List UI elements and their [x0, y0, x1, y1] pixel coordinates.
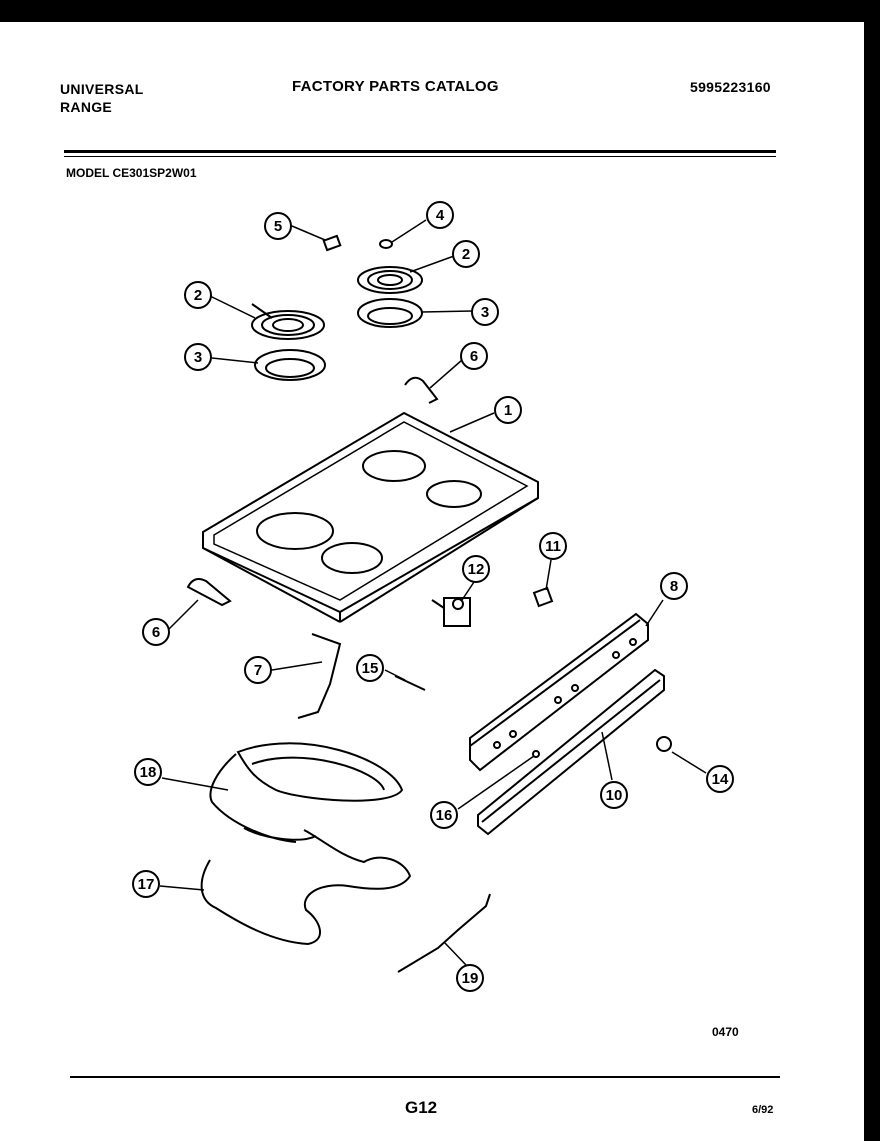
svg-text:19: 19: [462, 970, 479, 987]
svg-text:2: 2: [462, 246, 470, 263]
callout-3a: 3: [471, 298, 499, 326]
header-title: FACTORY PARTS CATALOG: [292, 78, 499, 95]
svg-text:8: 8: [670, 578, 678, 595]
element-receptacle: [322, 234, 342, 252]
callout-16: 16: [430, 801, 458, 829]
panel-screw: [532, 750, 540, 758]
footer-rule: [70, 1076, 780, 1078]
revision-date: 6/92: [752, 1104, 774, 1116]
hinge-bracket-top: [404, 376, 439, 404]
svg-text:3: 3: [194, 349, 202, 366]
callout-3b: 3: [184, 343, 212, 371]
svg-text:14: 14: [712, 771, 729, 788]
callout-7: 7: [244, 656, 272, 684]
wire-harness: [297, 633, 342, 719]
ground-wire: [397, 893, 491, 973]
header-rule: [64, 150, 776, 153]
callout-11: 11: [539, 532, 567, 560]
drip-pan-right: [357, 298, 423, 328]
svg-text:5: 5: [274, 218, 282, 235]
header-catalog-number: 5995223160: [690, 79, 771, 95]
surface-element-left: [251, 303, 325, 340]
scan-border-top: [0, 0, 880, 22]
svg-text:16: 16: [436, 807, 453, 824]
trim-strip: [477, 668, 665, 836]
indicator-light: [532, 586, 554, 608]
page-number: G12: [405, 1098, 438, 1117]
svg-text:4: 4: [436, 207, 445, 224]
callout-6a: 6: [460, 342, 488, 370]
callout-4: 4: [426, 201, 454, 229]
surface-element-right: [357, 266, 423, 294]
callout-5: 5: [264, 212, 292, 240]
callout-2b: 2: [184, 281, 212, 309]
callout-1: 1: [494, 396, 522, 424]
svg-text:11: 11: [545, 538, 561, 555]
leader-lines: [159, 219, 707, 966]
callout-12: 12: [462, 555, 490, 583]
callout-17: 17: [132, 870, 160, 898]
callout-14: 14: [706, 765, 734, 793]
svg-text:3: 3: [481, 304, 489, 321]
diagram-code: 0470: [712, 1025, 739, 1039]
broil-element: [209, 742, 404, 843]
callout-8: 8: [660, 572, 688, 600]
svg-text:6: 6: [470, 348, 478, 365]
header-rule-thin: [64, 156, 776, 157]
element-clip: [379, 239, 393, 249]
control-panel: [469, 612, 649, 772]
callout-15: 15: [356, 654, 384, 682]
drip-pan-left: [254, 349, 326, 381]
callout-2a: 2: [452, 240, 480, 268]
svg-text:17: 17: [138, 876, 155, 893]
svg-text:1: 1: [504, 402, 512, 419]
svg-text:6: 6: [152, 624, 160, 641]
terminal-block: [656, 736, 672, 752]
hinge-bracket-bottom: [186, 578, 232, 607]
svg-text:10: 10: [606, 787, 623, 804]
infinite-switch: [431, 597, 471, 627]
header-brand: UNIVERSAL: [60, 81, 144, 97]
svg-text:7: 7: [254, 662, 262, 679]
header-product: RANGE: [60, 99, 113, 115]
scan-border-right: [864, 0, 880, 1141]
header-brand-block: UNIVERSAL RANGE: [60, 80, 144, 116]
callout-19: 19: [456, 964, 484, 992]
svg-text:15: 15: [362, 660, 379, 677]
cooktop-panel: [202, 411, 539, 623]
callout-6b: 6: [142, 618, 170, 646]
callout-18: 18: [134, 758, 162, 786]
callout-10: 10: [600, 781, 628, 809]
svg-text:12: 12: [468, 561, 485, 578]
svg-text:18: 18: [140, 764, 157, 781]
callout-bubbles: 5 4 2 2 3 3 6 1 11 12 8 6 7 15 18 14 10 …: [132, 201, 734, 992]
sensor-wire: [394, 675, 426, 691]
model-label: MODEL CE301SP2W01: [66, 166, 197, 180]
bake-element: [200, 827, 412, 946]
svg-text:2: 2: [194, 287, 202, 304]
